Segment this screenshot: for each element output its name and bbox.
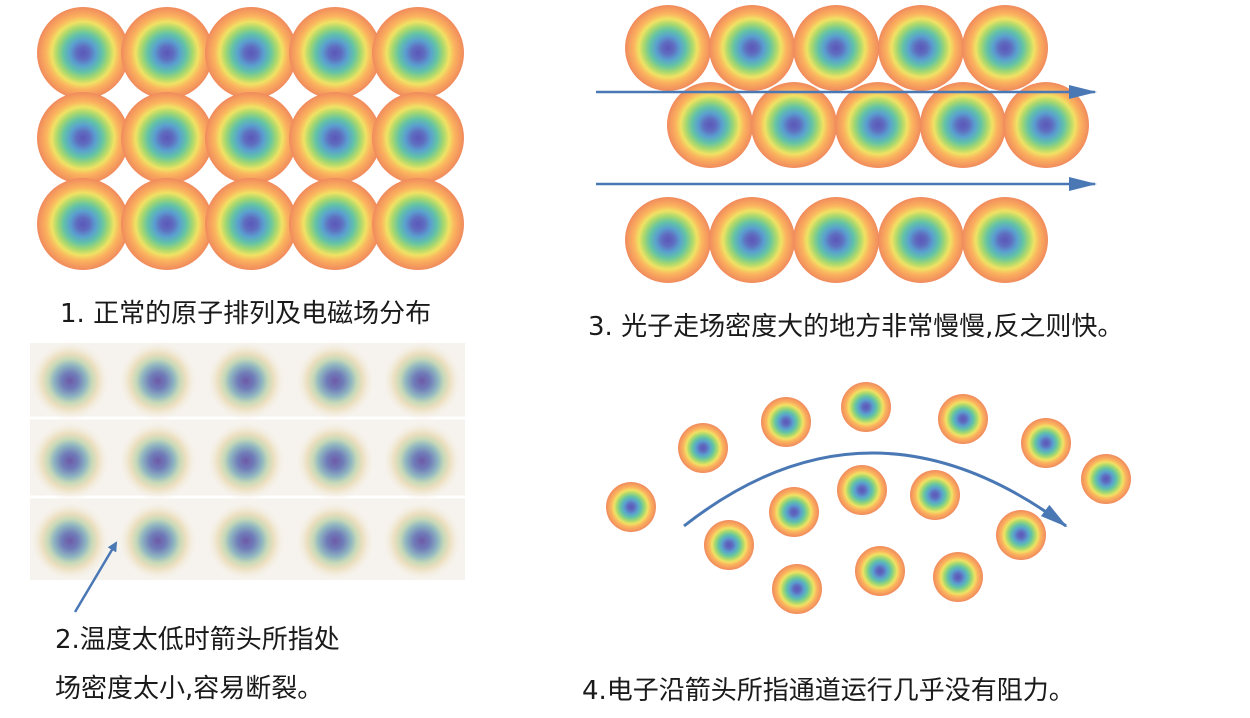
atom — [910, 470, 960, 520]
panel-2-caption-line2: 场密度太小,容易断裂。 — [55, 674, 324, 704]
atom — [372, 178, 464, 270]
panel-4-arrow — [683, 451, 1068, 528]
atom — [855, 546, 905, 596]
atom — [205, 92, 297, 184]
faded-atom — [382, 341, 462, 421]
faded-atom — [382, 421, 462, 501]
atom — [878, 197, 964, 283]
atom — [878, 5, 964, 91]
atom — [37, 7, 129, 99]
atom — [372, 7, 464, 99]
atom — [962, 197, 1048, 283]
atom — [996, 510, 1046, 560]
atom — [769, 487, 819, 537]
atom — [709, 197, 795, 283]
panel-3-lattice — [625, 5, 1089, 283]
atom — [751, 82, 837, 168]
atom — [678, 423, 728, 473]
atom — [1081, 454, 1131, 504]
atom — [205, 178, 297, 270]
faded-atom — [30, 421, 110, 501]
atom — [289, 7, 381, 99]
faded-atom — [30, 341, 110, 421]
atom — [372, 92, 464, 184]
atom — [667, 82, 753, 168]
atom — [289, 92, 381, 184]
atom — [37, 92, 129, 184]
atom — [835, 82, 921, 168]
atom — [938, 394, 988, 444]
panel-4-caption: 4.电子沿箭头所指通道运行几乎没有阻力。 — [582, 676, 1075, 706]
atom — [793, 197, 879, 283]
faded-atom — [118, 501, 198, 581]
atom — [37, 178, 129, 270]
faded-atom — [30, 501, 110, 581]
faded-atom — [295, 341, 375, 421]
atom — [121, 178, 213, 270]
atom — [205, 7, 297, 99]
atom — [704, 520, 754, 570]
faded-atom — [206, 341, 286, 421]
panel-1-lattice — [37, 7, 464, 270]
faded-atom — [295, 421, 375, 501]
atom — [837, 465, 887, 515]
atom — [625, 5, 711, 91]
atom — [121, 7, 213, 99]
panel-4-atoms — [606, 382, 1131, 614]
atom — [962, 5, 1048, 91]
atom — [289, 178, 381, 270]
atom — [761, 397, 811, 447]
panel-2-arrow — [73, 541, 118, 613]
panel-3-caption: 3. 光子走场密度大的地方非常慢慢,反之则快。 — [588, 312, 1124, 342]
faded-atom — [382, 501, 462, 581]
faded-atom — [118, 421, 198, 501]
atom — [121, 92, 213, 184]
atom — [606, 482, 656, 532]
panel-2-caption-line1: 2.温度太低时箭头所指处 — [55, 625, 340, 655]
atom — [793, 5, 879, 91]
faded-atom — [206, 421, 286, 501]
atom — [1003, 82, 1089, 168]
atom — [933, 552, 983, 602]
faded-atom — [206, 501, 286, 581]
atom — [1021, 418, 1071, 468]
atom — [772, 564, 822, 614]
atom — [920, 82, 1006, 168]
panel-2-faded-lattice — [30, 341, 465, 581]
panel-1-caption: 1. 正常的原子排列及电磁场分布 — [60, 299, 432, 329]
atom — [841, 382, 891, 432]
faded-atom — [295, 501, 375, 581]
atom — [709, 5, 795, 91]
faded-atom — [118, 341, 198, 421]
atom — [625, 197, 711, 283]
